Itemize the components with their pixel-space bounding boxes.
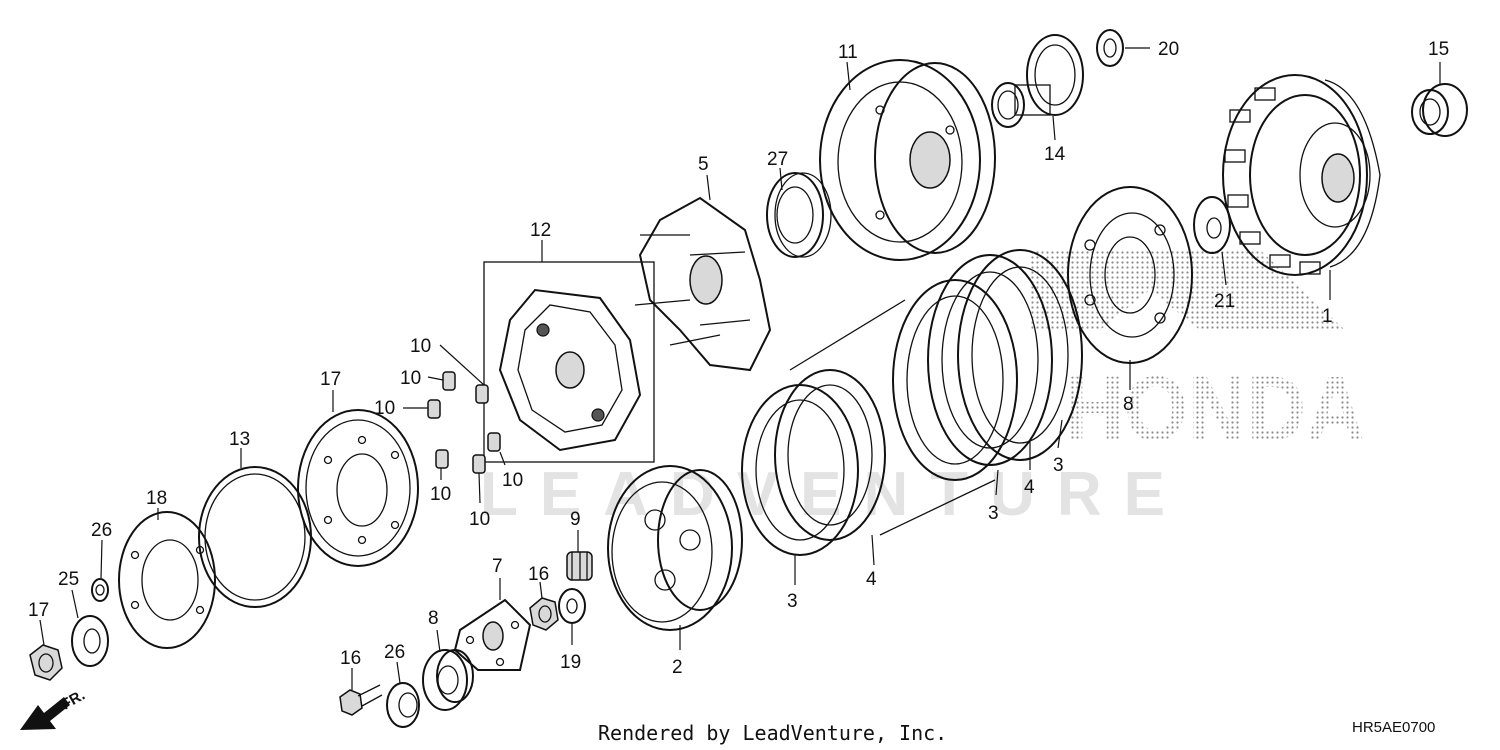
leader-26	[396, 661, 401, 684]
leader-5	[706, 174, 711, 201]
part-washer-24	[71, 615, 109, 667]
part-cover-plate-20	[118, 511, 216, 649]
callout-4b: 4	[866, 569, 877, 590]
callout-27: 27	[767, 149, 788, 170]
callout-1: 1	[1322, 306, 1333, 327]
leader-3b	[995, 469, 999, 496]
part-washer-22	[1096, 29, 1124, 67]
stack-guide-top	[789, 299, 906, 371]
callout-10d: 10	[430, 484, 451, 505]
part-washer-23	[1193, 196, 1231, 254]
leader-24	[71, 589, 79, 619]
part-clutch-disc-stack-right	[892, 249, 1083, 481]
part-primary-drive-gear	[991, 34, 1084, 128]
callout-24: 25	[58, 569, 79, 590]
callout-10f: 10	[469, 509, 490, 530]
callout-8: 8	[428, 608, 439, 629]
callout-9: 9	[570, 509, 581, 530]
callout-19: 17	[320, 369, 341, 390]
diagram-code: HR5AE0700	[1352, 719, 1435, 736]
footer-credit: Rendered by LeadVenture, Inc.	[598, 721, 947, 745]
part-nut-25	[91, 578, 109, 602]
part-weight-springs	[427, 371, 501, 474]
callout-5: 5	[698, 154, 709, 175]
callout-25: 26	[91, 520, 112, 541]
callout-12: 12	[530, 220, 551, 241]
part-drive-plate	[634, 196, 772, 372]
leader-10f	[478, 472, 481, 504]
leader-14	[1052, 115, 1056, 141]
callout-17: 17	[28, 600, 49, 621]
part-nut-17	[29, 644, 63, 681]
callout-10c: 10	[374, 398, 395, 419]
callout-4a: 4	[1024, 477, 1035, 498]
callout-14: 14	[1044, 144, 1066, 165]
leader-23	[1221, 251, 1227, 286]
leader-25	[100, 539, 103, 579]
callout-23: 21	[1214, 291, 1235, 312]
callout-3a: 3	[1053, 455, 1064, 476]
leader-17	[39, 619, 45, 646]
assembly-bracket-12	[483, 261, 655, 463]
part-clutch-weight-assembly	[498, 288, 642, 452]
part-clutch-disc-stack-left	[741, 369, 886, 556]
leader-8	[436, 629, 441, 653]
leader-10a	[439, 344, 485, 386]
part-nut-18	[529, 597, 559, 631]
leader-10b	[427, 376, 444, 381]
part-bushing-8	[422, 649, 474, 711]
callout-15: 15	[1428, 39, 1449, 60]
leader-18	[539, 581, 543, 599]
callout-3c: 3	[787, 591, 798, 612]
callout-7: 7	[492, 556, 503, 577]
honda-wing-logo	[1030, 250, 1345, 330]
callout-21: 19	[560, 652, 581, 673]
callout-26: 26	[384, 642, 405, 663]
leader-4b	[871, 534, 875, 566]
front-direction-marker: FR.	[20, 687, 88, 730]
stack-guide-bottom	[879, 479, 996, 536]
part-plate-19	[297, 409, 419, 567]
part-one-way-clutch	[766, 172, 832, 258]
callout-10b: 10	[400, 368, 421, 389]
part-clutch-outer	[1222, 74, 1381, 276]
callout-18: 16	[528, 564, 549, 585]
callout-16: 16	[340, 648, 361, 669]
honda-brand-watermark: HONDA	[1065, 358, 1365, 460]
callout-13: 13	[229, 429, 250, 450]
part-clutch-drum	[819, 59, 996, 261]
callout-3b: 3	[988, 503, 999, 524]
callout-2: 2	[672, 657, 683, 678]
callout-11: 11	[838, 42, 858, 63]
part-spring-9	[566, 551, 593, 581]
leader-27	[779, 167, 783, 191]
callout-6: 8	[1123, 394, 1134, 415]
part-collar-15	[1411, 83, 1468, 137]
part-bearing-26	[386, 682, 420, 728]
callout-20: 18	[146, 488, 167, 509]
part-bolt-16	[339, 684, 383, 716]
leader-11	[846, 61, 851, 91]
callout-10e: 10	[502, 470, 523, 491]
part-washer-21	[558, 588, 586, 624]
part-clutch-center-gear	[607, 465, 743, 631]
leader-10e	[499, 451, 506, 466]
leader-3a	[1057, 419, 1063, 449]
callout-22: 20	[1158, 39, 1179, 60]
callout-10a: 10	[410, 336, 431, 357]
part-plate-7	[453, 598, 532, 671]
leadventure-watermark: LEADVENTURE	[480, 460, 1187, 529]
